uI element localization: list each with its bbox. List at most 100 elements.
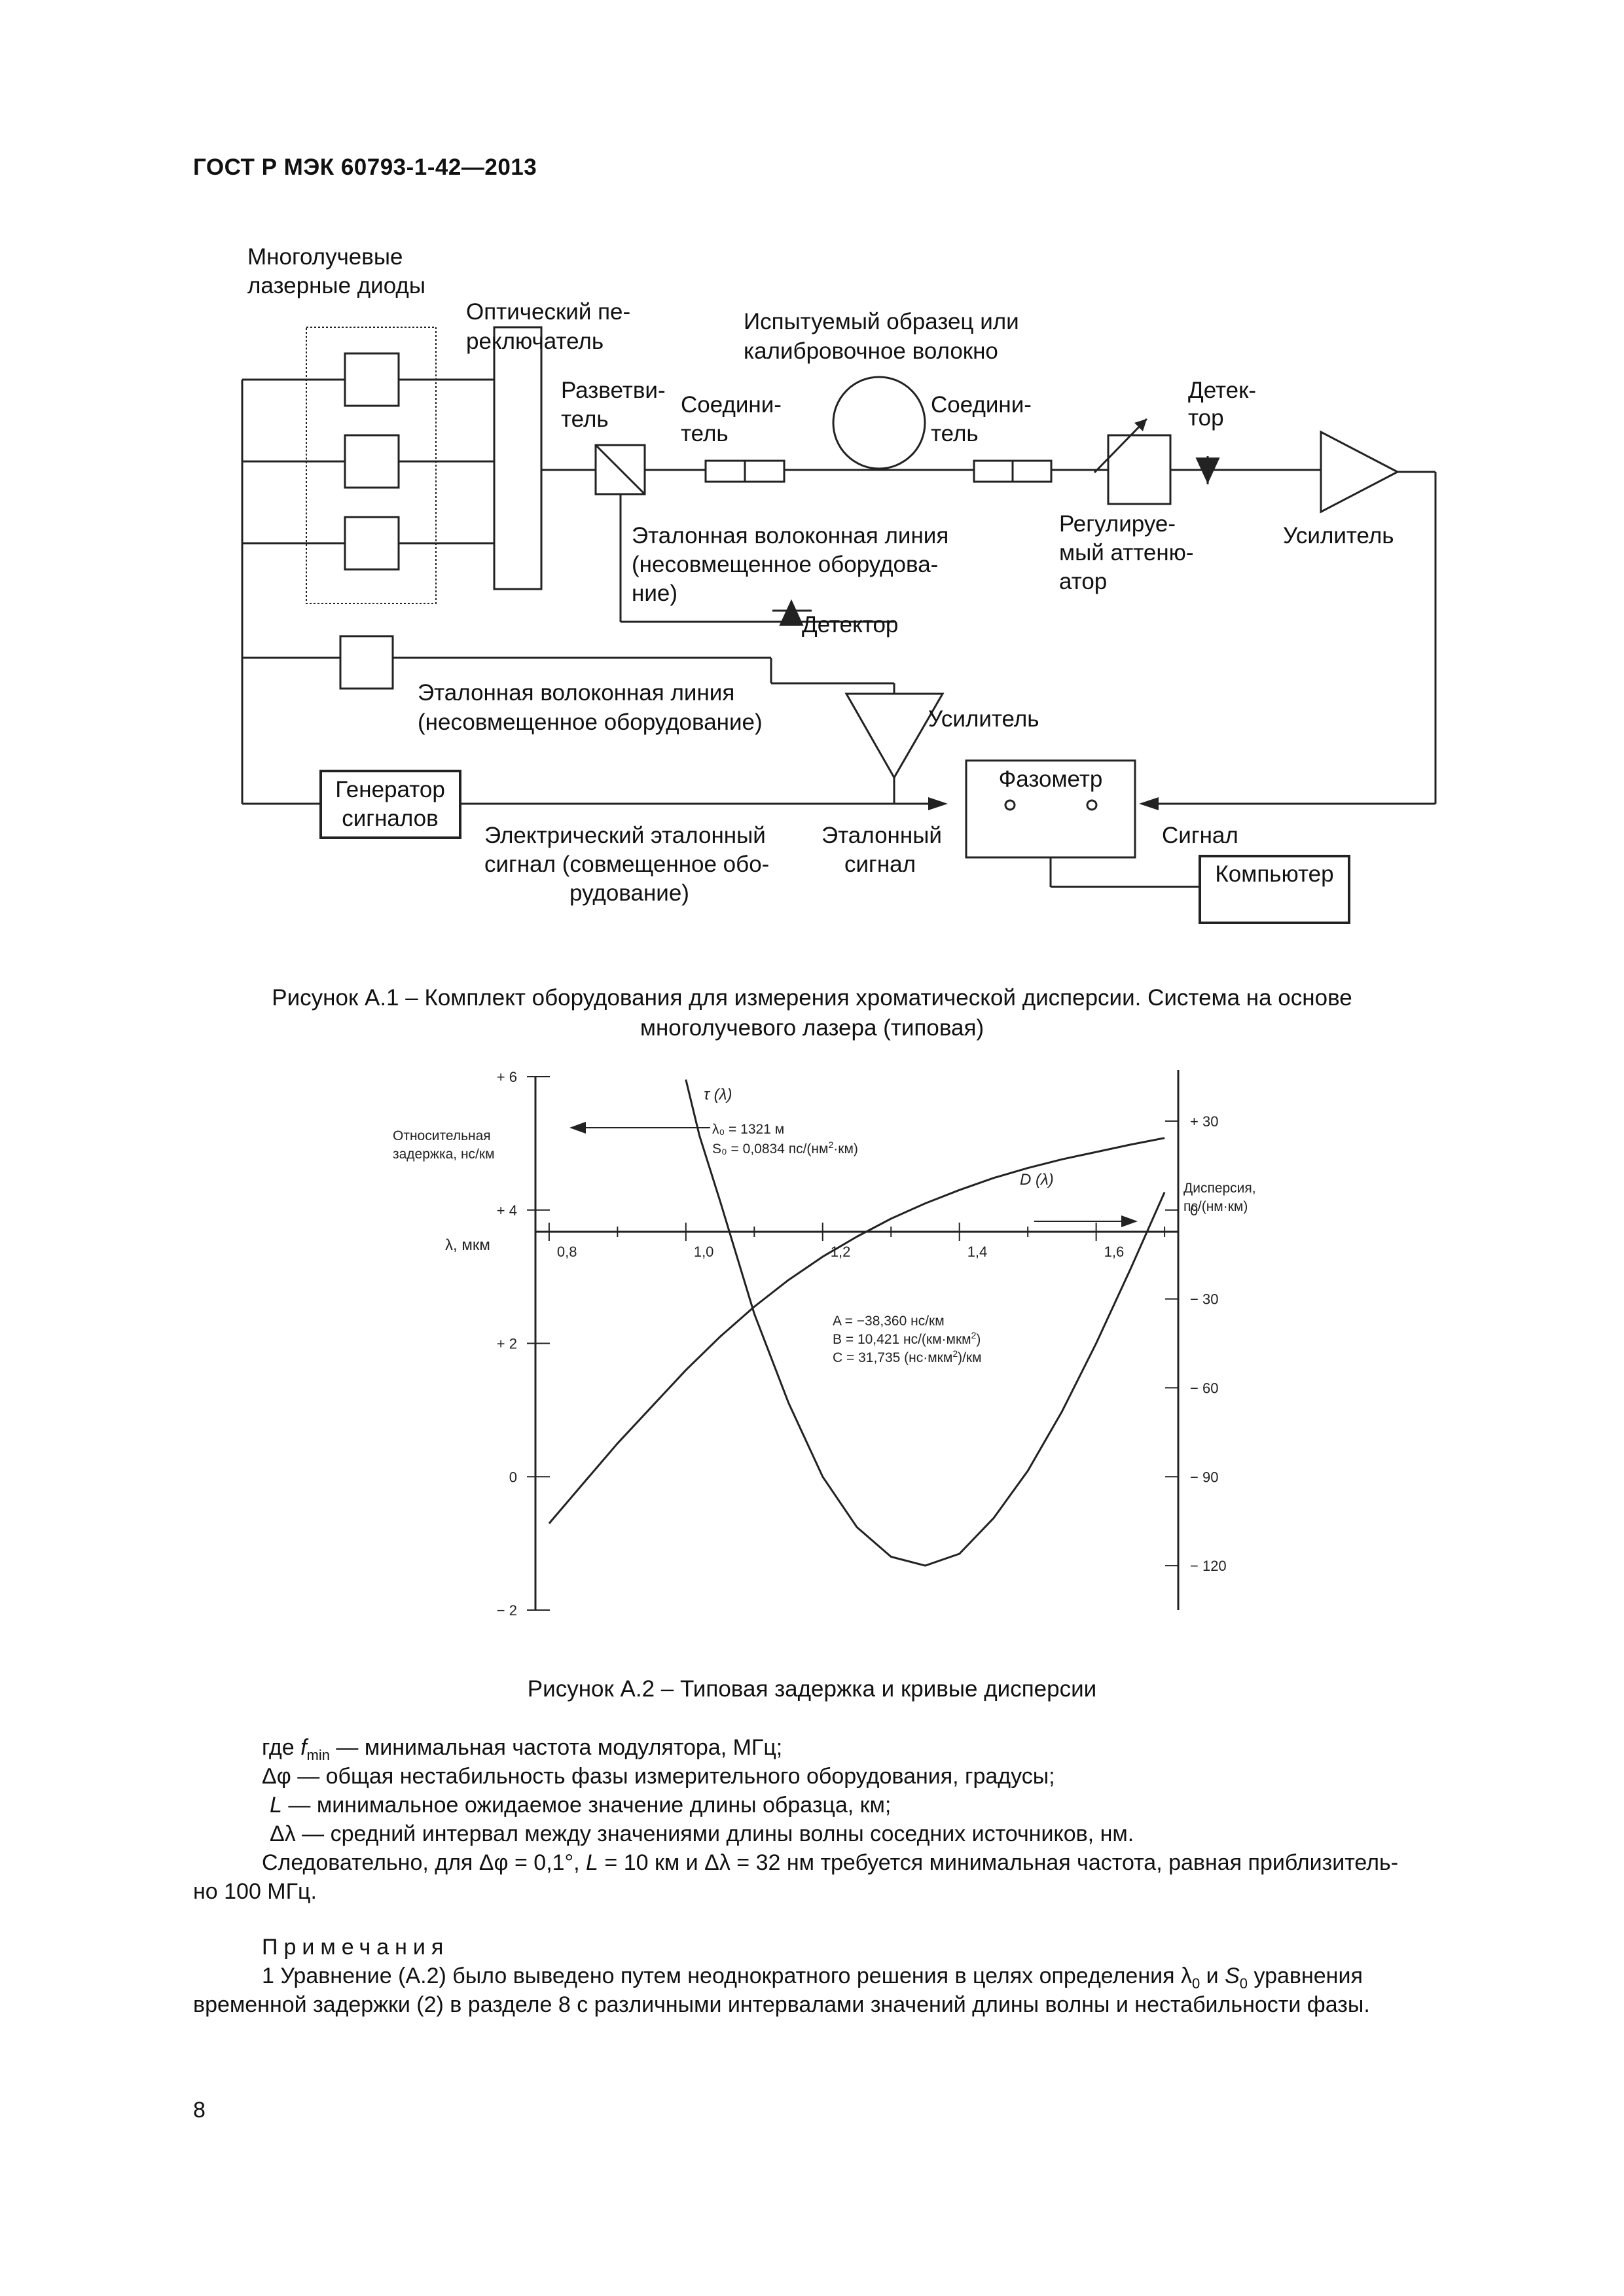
series-label-d: D (λ) xyxy=(1020,1171,1054,1189)
x-tick-label: 0,8 xyxy=(557,1244,577,1260)
var-f-subscript: min xyxy=(306,1746,330,1763)
definition-fmin: где fmin — минимальная частота модулятор… xyxy=(262,1733,782,1770)
label-detector-top-1: Детек- xyxy=(1188,378,1256,403)
label-splitter-1: Разветви- xyxy=(561,378,666,403)
notes-title: Примечания xyxy=(262,1935,450,1960)
note1-part-b: и xyxy=(1200,1964,1225,1988)
annotation-s0: S₀ = 0,0834 пс/(нм2·км) xyxy=(712,1139,858,1157)
document-header: ГОСТ Р МЭК 60793-1-42—2013 xyxy=(193,154,537,180)
label-switch-1: Оптический пе- xyxy=(466,299,630,325)
note1-S-subscript: 0 xyxy=(1239,1975,1248,1992)
conclusion-part-a: Следовательно, для Δφ = 0,1°, xyxy=(262,1850,586,1875)
fmin-description: — минимальная частота модулятора, МГц; xyxy=(329,1735,783,1760)
label-connector2-2: тель xyxy=(931,421,979,446)
annotation-coef-b: B = 10,421 нс/(км·мкм2) xyxy=(833,1330,981,1347)
label-attenuator-3: атор xyxy=(1059,569,1107,594)
conclusion-line2: но 100 МГц. xyxy=(193,1879,317,1904)
annotation-coef-c-pre: C = 31,735 (нс·мкм xyxy=(833,1350,952,1365)
figure-a1-caption-line2: многолучевого лазера (типовая) xyxy=(640,1015,984,1041)
label-generator-1: Генератор xyxy=(335,777,445,802)
note1-line1: 1 Уравнение (А.2) было выведено путем не… xyxy=(262,1962,1363,1998)
label-ref-signal-1: Эталонный xyxy=(821,823,942,848)
annotation-coef-b-close: ) xyxy=(976,1332,981,1347)
right-tick-label: + 30 xyxy=(1190,1113,1218,1130)
label-ref-fiber2-1: Эталонная волоконная линия xyxy=(418,680,734,706)
label-attenuator-1: Регулируе- xyxy=(1059,511,1176,537)
right-tick-label: − 60 xyxy=(1190,1380,1218,1396)
label-sample-2: калибровочное волокно xyxy=(744,338,998,364)
figure-a1-caption-line1: Рисунок А.1 – Комплект оборудования для … xyxy=(272,985,1352,1011)
conclusion-part-b: = 10 км и Δλ = 32 нм требуется минимальн… xyxy=(598,1850,1399,1875)
label-attenuator-2: мый аттеню- xyxy=(1059,540,1194,565)
label-computer: Компьютер xyxy=(1215,861,1333,887)
label-amplifier-mid: Усилитель xyxy=(928,706,1039,732)
series-label-tau: τ (λ) xyxy=(704,1086,732,1103)
x-tick-label: 1,0 xyxy=(694,1244,714,1260)
annotation-s0-value: S₀ = 0,0834 пс/(нм xyxy=(712,1141,828,1157)
label-ref-fiber2-2: (несовмещенное оборудование) xyxy=(418,709,763,735)
label-electric-ref-1: Электрический эталонный xyxy=(484,823,766,848)
where-word: где xyxy=(262,1735,301,1760)
label-lasers-1: Многолучевые xyxy=(247,244,403,270)
left-tick-label: + 2 xyxy=(497,1336,517,1352)
computer-box xyxy=(1199,855,1350,924)
note1-line2: временной задержки (2) в разделе 8 с раз… xyxy=(193,1992,1370,2017)
note1-var-S: S xyxy=(1225,1964,1240,1988)
label-amplifier-right: Усилитель xyxy=(1283,523,1394,548)
right-tick-label: − 90 xyxy=(1190,1469,1218,1485)
x-axis-label: λ, мкм xyxy=(445,1236,490,1254)
definition-dphi: Δφ — общая нестабильность фазы измерител… xyxy=(262,1764,1055,1789)
definition-L: L — минимальное ожидаемое значение длины… xyxy=(270,1791,891,1820)
figure-a2-caption: Рисунок А.2 – Типовая задержка и кривые … xyxy=(527,1676,1097,1702)
note1-lambda-subscript: 0 xyxy=(1191,1975,1200,1992)
right-tick-label: − 120 xyxy=(1190,1558,1227,1574)
conclusion-var-L: L xyxy=(586,1850,598,1875)
annotation-coef-c: C = 31,735 (нс·мкм2)/км xyxy=(833,1348,982,1365)
series-line-1 xyxy=(548,1137,1165,1524)
label-connector2-1: Соедини- xyxy=(931,392,1032,418)
label-electric-ref-3: рудование) xyxy=(569,880,689,906)
fiber-coil xyxy=(832,376,926,470)
annotation-lambda0: λ₀ = 1321 м xyxy=(712,1122,784,1137)
right-axis-label-2: пс/(нм·км) xyxy=(1183,1199,1248,1214)
right-tick-label: 0 xyxy=(1190,1202,1198,1219)
annotation-coef-b-exponent: 2 xyxy=(971,1330,977,1340)
left-tick-label: − 2 xyxy=(497,1602,517,1619)
definition-dlambda: Δλ — средний интервал между значениями д… xyxy=(270,1821,1134,1846)
ref-fiber-box xyxy=(339,635,394,690)
left-axis-label-2: задержка, нс/км xyxy=(393,1147,495,1162)
label-sample-1: Испытуемый образец или xyxy=(744,309,1019,334)
x-tick-label: 1,6 xyxy=(1104,1244,1125,1260)
label-ref-fiber1-2: (несовмещенное оборудова- xyxy=(632,552,938,577)
label-ref-fiber1-1: Эталонная волоконная линия xyxy=(632,523,948,548)
var-L: L xyxy=(270,1793,282,1818)
annotation-s0-unit: ·км) xyxy=(833,1141,858,1157)
amplifier-middle xyxy=(844,692,945,780)
label-lasers-2: лазерные диоды xyxy=(247,273,425,298)
label-generator-2: сигналов xyxy=(342,806,439,831)
laser-array-outline xyxy=(306,327,437,604)
page-number: 8 xyxy=(193,2098,206,2123)
note1-part-c: уравнения xyxy=(1248,1964,1363,1988)
right-tick-label: − 30 xyxy=(1190,1291,1218,1308)
annotation-s0-exponent: 2 xyxy=(828,1139,833,1150)
label-phase-meter: Фазометр xyxy=(999,766,1103,792)
label-switch-2: реключатель xyxy=(466,329,604,354)
label-connector1-1: Соедини- xyxy=(681,392,782,418)
note1-part-a: 1 Уравнение (А.2) было выведено путем не… xyxy=(262,1964,1192,1988)
left-tick-label: 0 xyxy=(509,1469,517,1485)
x-tick-label: 1,4 xyxy=(967,1244,988,1260)
amplifier-right xyxy=(1320,430,1400,514)
label-connector1-2: тель xyxy=(681,421,729,446)
label-splitter-2: тель xyxy=(561,406,609,432)
annotation-coef-a: A = −38,360 нс/км xyxy=(833,1314,945,1329)
annotation-coef-b-text: B = 10,421 нс/(км·мкм xyxy=(833,1332,971,1347)
chart-arrows xyxy=(569,1122,1138,1227)
series-line-0 xyxy=(685,1079,1166,1567)
label-ref-fiber1-3: ние) xyxy=(632,581,677,606)
left-tick-label: + 4 xyxy=(497,1202,517,1219)
annotation-coef-c-post: )/км xyxy=(958,1350,981,1365)
left-axis-label-1: Относительная xyxy=(393,1128,491,1143)
figure-a1-diagram: Многолучевые лазерные диоды Оптический п… xyxy=(241,244,1437,924)
